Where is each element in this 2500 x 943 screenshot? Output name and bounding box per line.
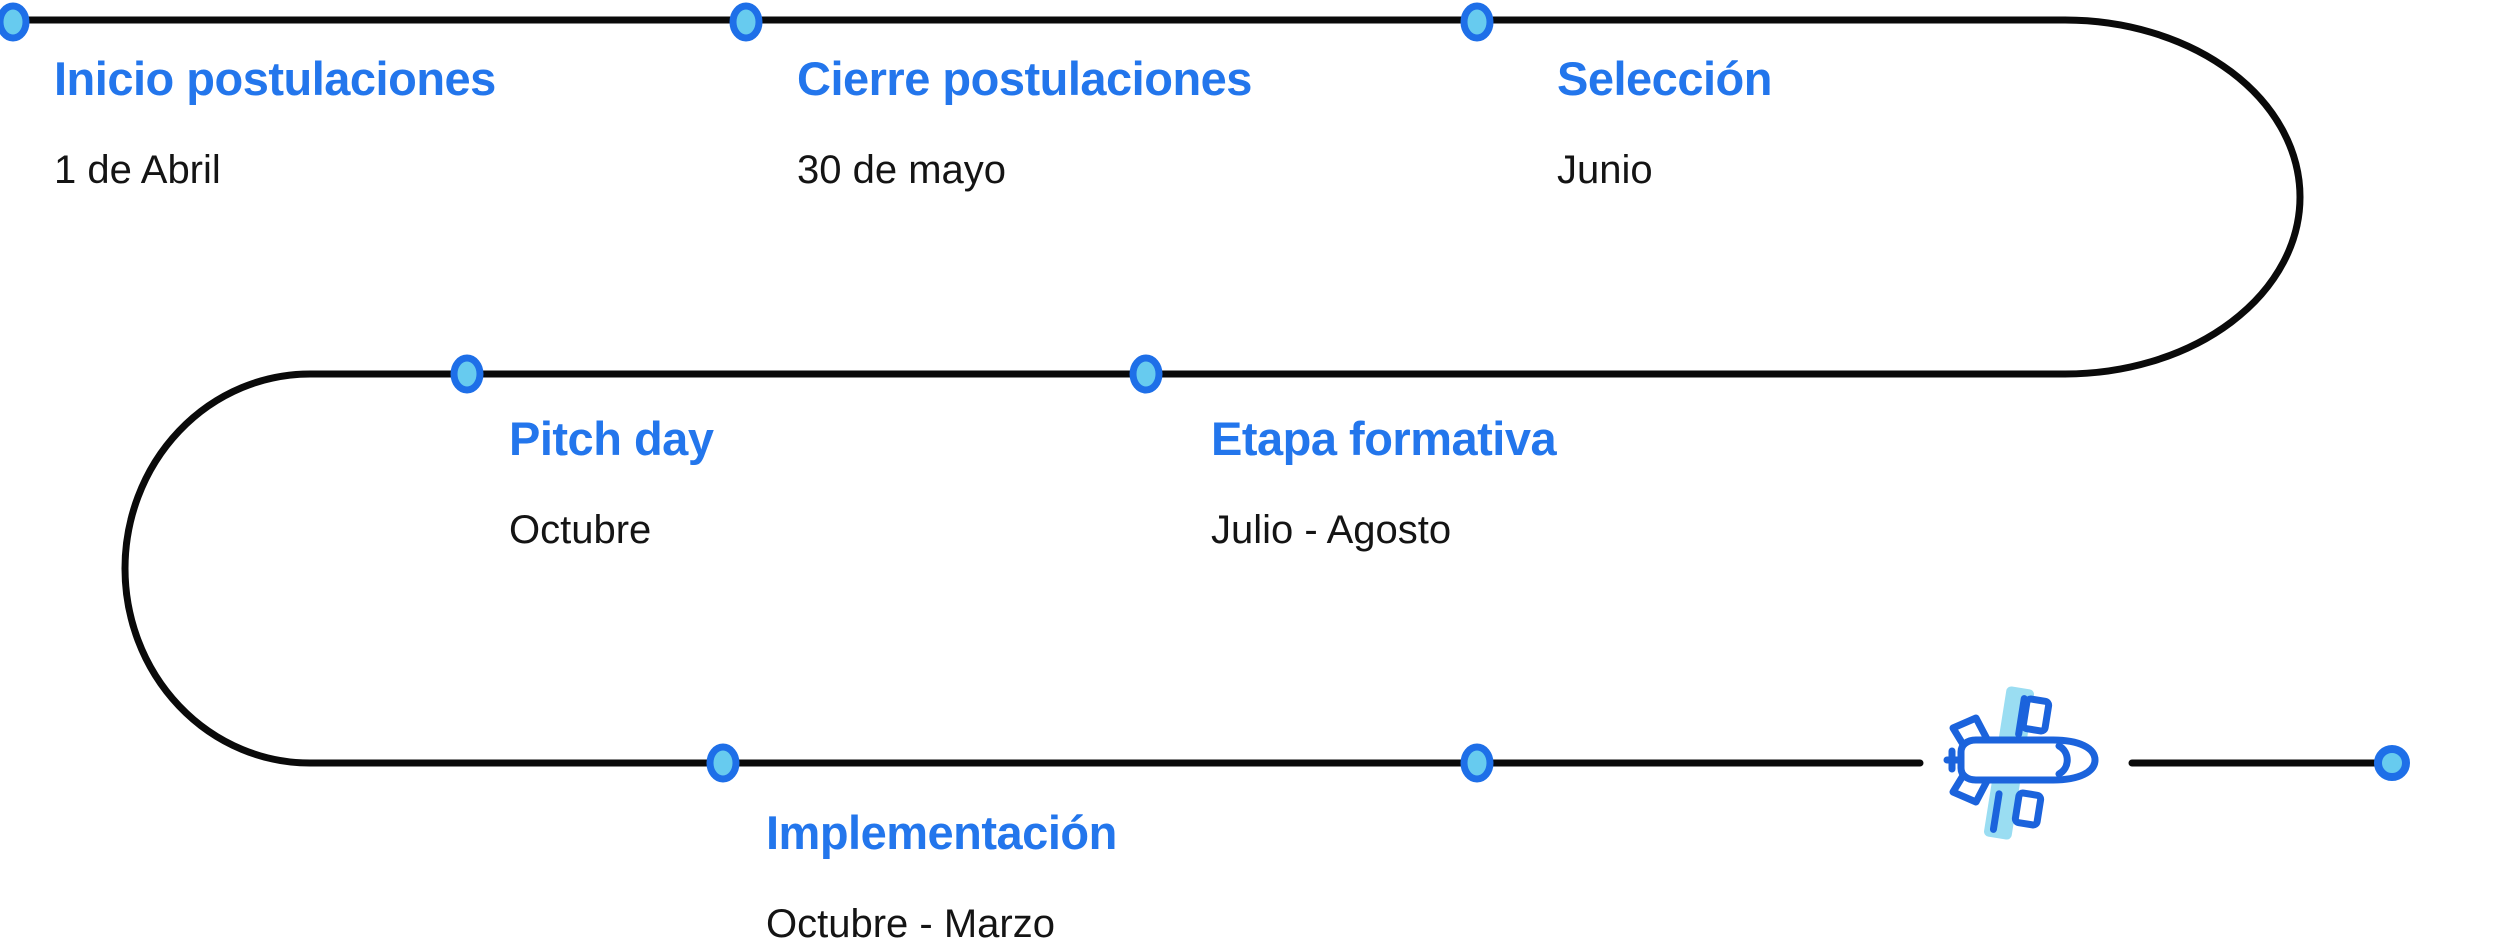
milestone-inicio-postulaciones: Inicio postulaciones 1 de Abril (54, 52, 496, 193)
milestone-title: Implementación (766, 806, 1117, 859)
milestone-date: Julio - Agosto (1211, 507, 1452, 552)
milestone-date: 30 de mayo (797, 147, 1007, 192)
milestone-implementacion: Implementación Octubre - Marzo (766, 806, 1117, 943)
milestone-title: Etapa formativa (1211, 412, 1557, 465)
milestone-date: 1 de Abril (54, 147, 221, 192)
airplane-fuselage (1957, 736, 2099, 784)
milestone-title: Pitch day (509, 412, 714, 465)
timeline-end-dot-icon (2374, 745, 2410, 781)
milestone-dot-icon (1460, 2, 1494, 42)
airplane-bottom-pod (2011, 789, 2045, 829)
milestone-title: Selección (1557, 52, 1772, 105)
airplane-windshield (2055, 742, 2071, 778)
milestone-dot-icon (1129, 354, 1163, 394)
milestone-dot-icon (0, 2, 30, 42)
milestone-date: Octubre - Marzo (766, 901, 1055, 943)
milestone-dot-icon (729, 2, 763, 42)
milestone-dot-icon (450, 354, 484, 394)
milestone-title: Cierre postulaciones (797, 52, 1252, 105)
milestone-date: Junio (1557, 147, 1653, 192)
milestone-pitch-day: Pitch day Octubre (509, 412, 714, 553)
milestone-dot-icon (706, 743, 740, 783)
milestone-cierre-postulaciones: Cierre postulaciones 30 de mayo (797, 52, 1252, 193)
milestone-seleccion: Selección Junio (1557, 52, 1772, 193)
airplane-top-pod (2019, 695, 2053, 735)
milestone-title: Inicio postulaciones (54, 52, 496, 105)
milestone-dot-icon (1460, 743, 1494, 783)
airplane-icon (1943, 686, 2099, 840)
timeline-path (0, 16, 2304, 767)
milestone-etapa-formativa: Etapa formativa Julio - Agosto (1211, 412, 1557, 553)
milestone-date: Octubre (509, 507, 652, 552)
